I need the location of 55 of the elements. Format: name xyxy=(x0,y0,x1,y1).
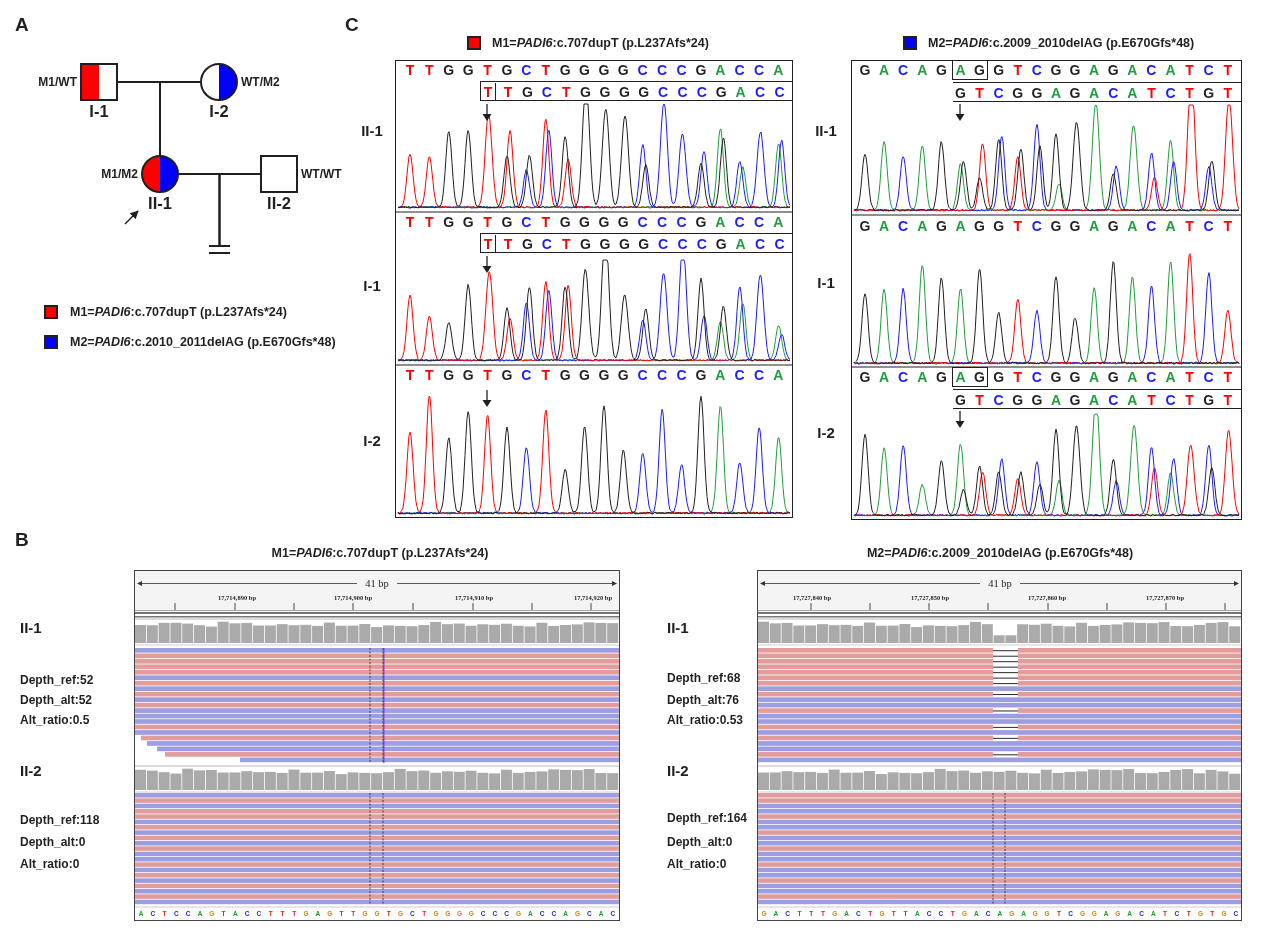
genotype-label: WT/WT xyxy=(301,167,342,181)
depth-statistic: Alt_ratio:0.5 xyxy=(20,713,90,727)
sequence-text: T T G C T G G G G C C C G A C C xyxy=(479,81,793,101)
sample-label: II-1 xyxy=(815,121,837,139)
descent-line xyxy=(218,173,261,246)
depth-statistic: Depth_alt:76 xyxy=(667,693,740,707)
sample-label: II-1 xyxy=(20,618,42,636)
sequence-text: G A C A G A G G T C G G A G A C A T C T xyxy=(858,367,1234,387)
depth-statistic: Depth_ref:68 xyxy=(667,671,741,685)
panel-letter: C xyxy=(345,14,359,36)
depth-statistic: Alt_ratio:0 xyxy=(667,857,727,871)
depth-statistic: Depth_ref:52 xyxy=(20,673,94,687)
depth-statistic: Depth_alt:0 xyxy=(667,835,733,849)
sequence-text: G T C G G A G A C A T C T G T xyxy=(952,389,1242,409)
sample-label: II-2 xyxy=(20,761,42,779)
mutation-heading: M2=PADI6:c.2009_2010delAG (p.E670Gfs*48) xyxy=(866,546,1134,560)
sample-label: II-1 xyxy=(361,121,383,139)
genotype-label: M1/M2 xyxy=(101,167,138,181)
mutation-heading: M1=PADI6:c.707dupT (p.L237Afs*24) xyxy=(492,36,709,50)
sequence-text: T T G G T G C T G G G G C C C G A C C A xyxy=(404,61,785,80)
depth-statistic: Depth_ref:118 xyxy=(20,813,100,827)
legend-text: M2=PADI6:c.2010_2011delAG (p.E670Gfs*48) xyxy=(70,335,336,349)
individual-id: II-1 xyxy=(148,195,172,212)
genotype-label: M1/WT xyxy=(38,75,77,89)
sequence-text: G A C A G A G G T C G G A G A C A T C T xyxy=(858,60,1234,80)
individual-id: II-2 xyxy=(267,195,291,212)
depth-statistic: Alt_ratio:0.53 xyxy=(667,713,744,727)
sequence-text: T T G C T G G G G C C C G A C C xyxy=(479,233,793,253)
sample-label: II-2 xyxy=(667,761,689,779)
sample-label: I-2 xyxy=(363,431,381,449)
depth-statistic: Depth_ref:164 xyxy=(667,811,748,825)
legend-text: M1=PADI6:c.707dupT (p.L237Afs*24) xyxy=(70,305,287,319)
sequence-text: G A C A G A G G T C G G A G A C A T C T xyxy=(858,217,1234,236)
sequence-text: G T C G G A G A C A T C T G T xyxy=(952,82,1242,102)
depth-statistic: Depth_alt:0 xyxy=(20,835,86,849)
sequence-text: T T G G T G C T G G G G C C C G A C C A xyxy=(404,366,785,385)
proband-arrow xyxy=(124,210,139,225)
depth-statistic: Alt_ratio:0 xyxy=(20,857,80,871)
depth-statistic: Depth_alt:52 xyxy=(20,693,93,707)
sample-label: I-2 xyxy=(817,423,835,441)
ruler-length-label: 41 bp xyxy=(365,577,389,589)
individual-id: I-2 xyxy=(209,103,229,120)
mutation-heading: M1=PADI6:c.707dupT (p.L237Afs*24) xyxy=(271,546,489,560)
genotype-label: WT/M2 xyxy=(241,75,280,89)
sample-label: II-1 xyxy=(667,618,689,636)
individual-id: I-1 xyxy=(89,103,109,120)
sample-label: I-1 xyxy=(817,273,835,291)
panel-letter: A xyxy=(15,14,29,36)
mutation-heading: M2=PADI6:c.2009_2010delAG (p.E670Gfs*48) xyxy=(928,36,1195,50)
sample-label: I-1 xyxy=(363,276,381,294)
no-offspring-symbol xyxy=(209,245,230,254)
descent-line xyxy=(159,81,201,156)
ruler-length-label: 41 bp xyxy=(988,577,1012,589)
sequence-text: T T G G T G C T G G G G C C C G A C C A xyxy=(404,213,785,232)
panel-letter: B xyxy=(15,529,29,551)
